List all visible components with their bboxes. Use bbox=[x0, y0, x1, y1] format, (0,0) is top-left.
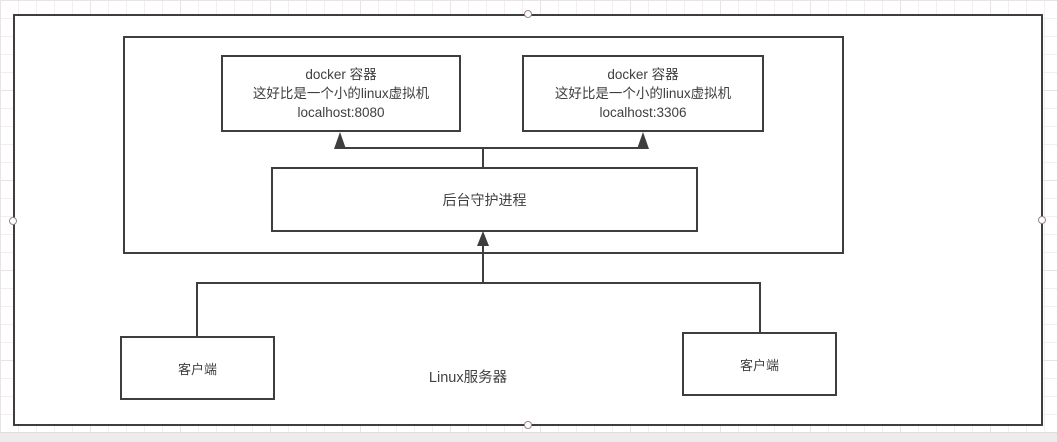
docker-container-desc: 这好比是一个小的linux虚拟机 bbox=[554, 86, 732, 101]
docker-container-desc: 这好比是一个小的linux虚拟机 bbox=[252, 86, 430, 101]
client-right-box[interactable]: 客户端 bbox=[682, 332, 837, 396]
client-label: 客户端 bbox=[739, 357, 779, 373]
docker-container-address: localhost:3306 bbox=[599, 105, 687, 120]
selection-handle-bottom[interactable] bbox=[524, 421, 532, 429]
selection-handle-left[interactable] bbox=[9, 217, 17, 225]
docker-container-address: localhost:8080 bbox=[297, 105, 385, 120]
canvas-bottom-edge bbox=[0, 432, 1057, 442]
daemon-box[interactable]: 后台守护进程 bbox=[271, 167, 698, 232]
docker-container-8080-box[interactable]: docker 容器 这好比是一个小的linux虚拟机 localhost:808… bbox=[221, 55, 461, 132]
selection-handle-top[interactable] bbox=[524, 10, 532, 18]
docker-container-title: docker 容器 bbox=[607, 67, 679, 82]
linux-server-label: Linux服务器 bbox=[428, 370, 508, 386]
daemon-label: 后台守护进程 bbox=[442, 191, 527, 208]
client-left-box[interactable]: 客户端 bbox=[120, 336, 275, 400]
docker-container-3306-box[interactable]: docker 容器 这好比是一个小的linux虚拟机 localhost:330… bbox=[522, 55, 764, 132]
client-label: 客户端 bbox=[177, 361, 217, 377]
selection-handle-right[interactable] bbox=[1038, 216, 1046, 224]
docker-container-title: docker 容器 bbox=[305, 67, 377, 82]
